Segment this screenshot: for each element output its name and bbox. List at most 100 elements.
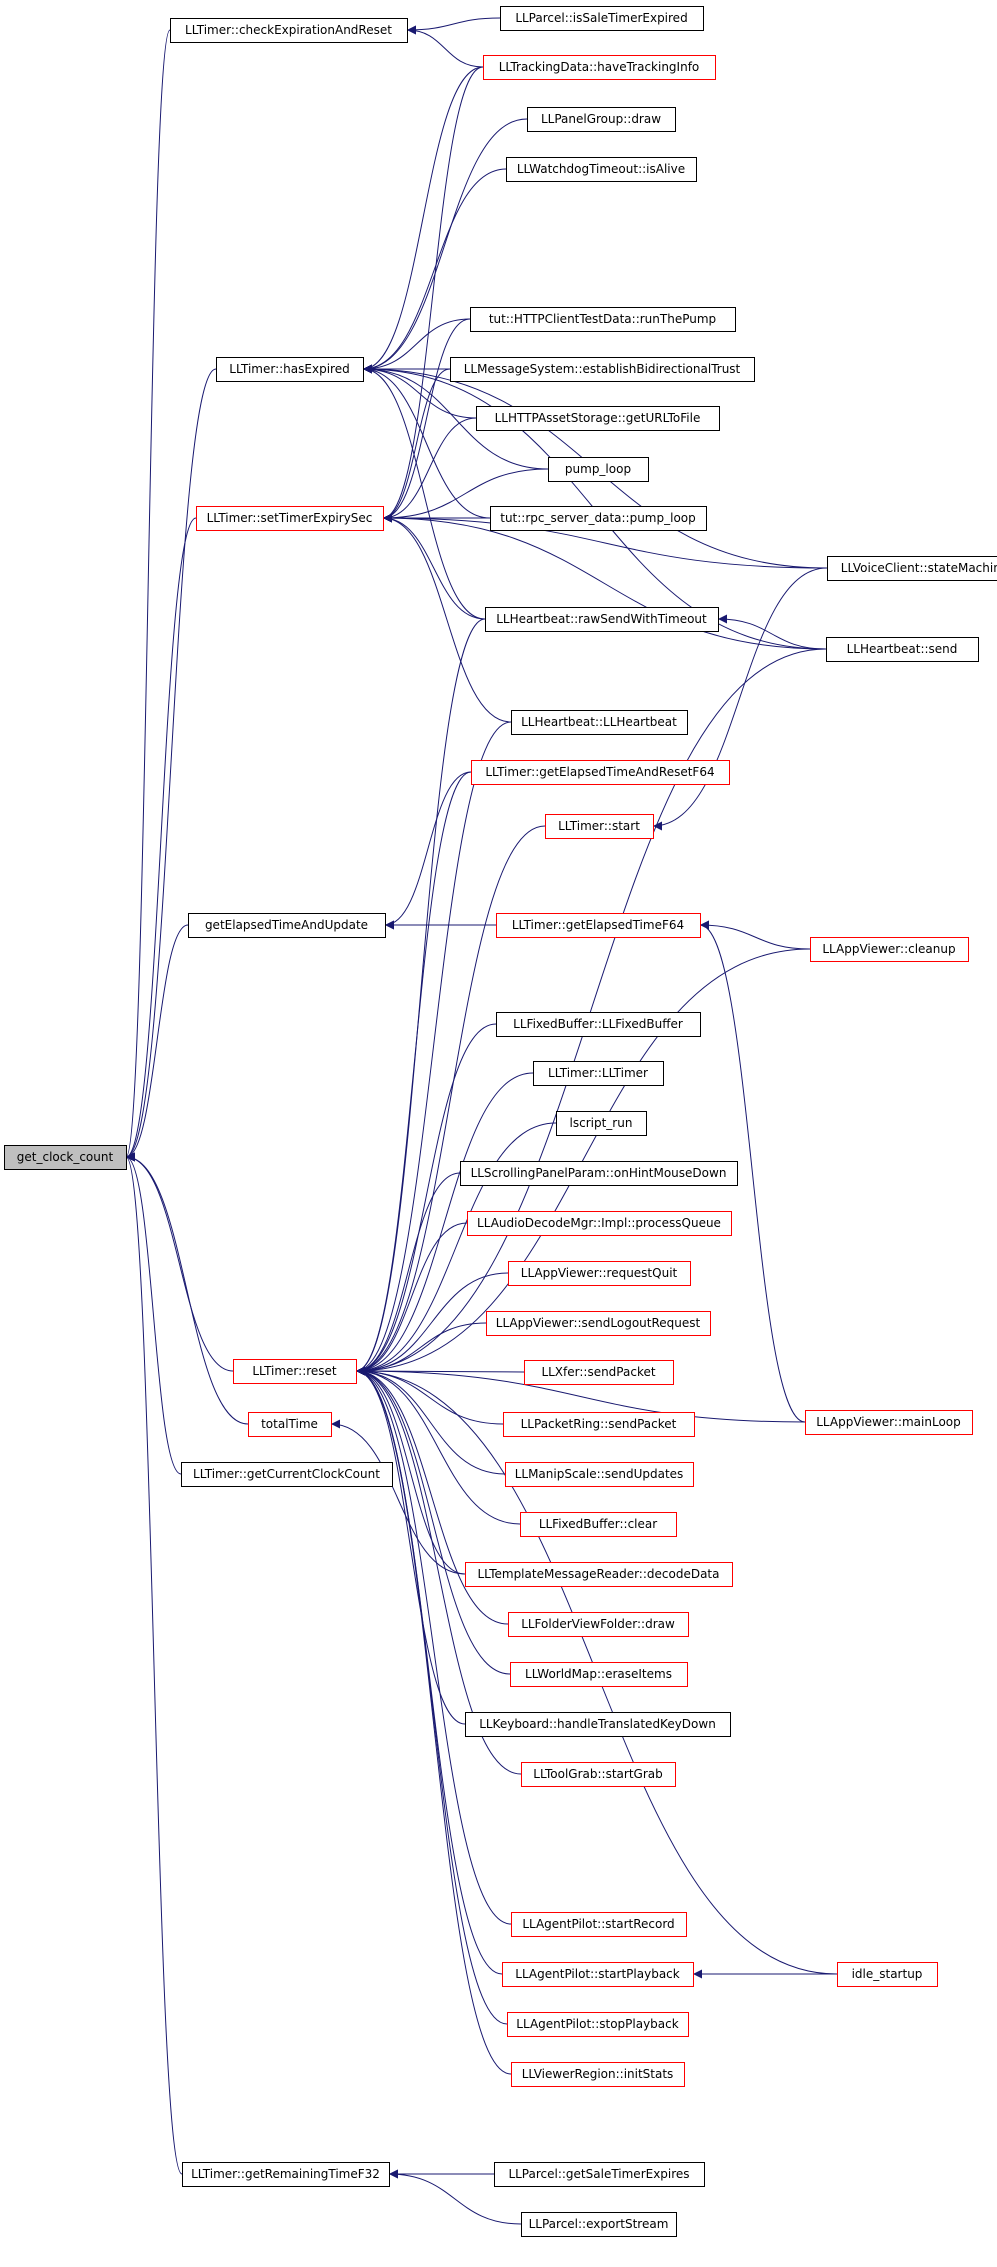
node-box	[507, 2012, 689, 2037]
node-box	[233, 1359, 357, 1384]
node-fixedBufferCtor[interactable]: LLFixedBuffer::LLFixedBuffer	[496, 1012, 701, 1037]
node-handleTranslatedKeyDown[interactable]: LLKeyboard::handleTranslatedKeyDown	[465, 1712, 731, 1737]
node-label: LLHTTPAssetStorage::getURLToFile	[495, 411, 701, 425]
node-rpcPumpLoop[interactable]: tut::rpc_server_data::pump_loop	[490, 506, 707, 531]
node-worldMapEraseItems[interactable]: LLWorldMap::eraseItems	[510, 1662, 688, 1687]
node-label: LLToolGrab::startGrab	[533, 1767, 662, 1781]
node-getURLToFile[interactable]: LLHTTPAssetStorage::getURLToFile	[476, 406, 720, 431]
node-label: LLScrollingPanelParam::onHintMouseDown	[471, 1166, 727, 1180]
node-label: LLManipScale::sendUpdates	[515, 1467, 684, 1481]
node-label: LLAppViewer::requestQuit	[521, 1266, 678, 1280]
node-label: LLAgentPilot::startPlayback	[515, 1967, 679, 1981]
node-label: LLTimer::hasExpired	[229, 362, 349, 376]
node-getElapsedTimeAndUpdate[interactable]: getElapsedTimeAndUpdate	[188, 913, 386, 938]
node-sendLogoutRequest[interactable]: LLAppViewer::sendLogoutRequest	[486, 1311, 711, 1336]
node-onHintMouseDown[interactable]: LLScrollingPanelParam::onHintMouseDown	[460, 1161, 738, 1186]
node-label: LLTrackingData::haveTrackingInfo	[499, 60, 700, 74]
node-box	[485, 607, 719, 632]
node-label: lscript_run	[570, 1116, 633, 1130]
node-isSaleTimerExpired[interactable]: LLParcel::isSaleTimerExpired	[500, 6, 704, 31]
node-idleStartup[interactable]: idle_startup	[837, 1962, 938, 1987]
node-label: tut::rpc_server_data::pump_loop	[500, 511, 696, 525]
node-box	[508, 1261, 691, 1286]
node-timerStart[interactable]: LLTimer::start	[545, 814, 654, 839]
node-label: LLAppViewer::mainLoop	[816, 1415, 961, 1429]
edge-appViewerMainLoop-to-timerReset	[355, 1366, 806, 1423]
node-label: LLParcel::isSaleTimerExpired	[515, 11, 687, 25]
node-box	[188, 913, 386, 938]
node-decodeData[interactable]: LLTemplateMessageReader::decodeData	[465, 1562, 733, 1587]
node-xferSendPacket[interactable]: LLXfer::sendPacket	[524, 1360, 674, 1385]
edge-timerStart-to-timerReset	[355, 825, 546, 1376]
edge-lscriptRun-to-timerReset	[355, 1122, 557, 1376]
node-label: LLAppViewer::cleanup	[822, 942, 955, 956]
edge-haveTrackingInfo-to-hasExpired	[362, 66, 484, 374]
node-hasExpired[interactable]: LLTimer::hasExpired	[216, 357, 364, 382]
node-getCurrentClockCount[interactable]: LLTimer::getCurrentClockCount	[181, 1462, 393, 1487]
node-label: LLTimer::getRemainingTimeF32	[191, 2167, 380, 2181]
node-getElapsedTimeF64[interactable]: LLTimer::getElapsedTimeF64	[496, 913, 701, 938]
node-processQueue[interactable]: LLAudioDecodeMgr::Impl::processQueue	[467, 1211, 732, 1236]
edge-sendLogoutRequest-to-timerReset	[355, 1322, 487, 1376]
node-agentPilotStopPlayback[interactable]: LLAgentPilot::stopPlayback	[507, 2012, 689, 2037]
node-rawSendWithTimeout[interactable]: LLHeartbeat::rawSendWithTimeout	[485, 607, 719, 632]
edge-onHintMouseDown-to-timerReset	[355, 1172, 461, 1376]
node-get_clock_count[interactable]: get_clock_count	[4, 1145, 127, 1170]
node-agentPilotStartRecord[interactable]: LLAgentPilot::startRecord	[511, 1912, 687, 1937]
node-panelGroupDraw[interactable]: LLPanelGroup::draw	[527, 107, 676, 132]
node-checkExpirationAndReset[interactable]: LLTimer::checkExpirationAndReset	[170, 18, 408, 43]
node-label: LLParcel::exportStream	[529, 2217, 669, 2231]
node-haveTrackingInfo[interactable]: LLTrackingData::haveTrackingInfo	[483, 55, 716, 80]
edge-checkExpirationAndReset-to-get_clock_count	[125, 29, 171, 1162]
node-getSaleTimerExpires[interactable]: LLParcel::getSaleTimerExpires	[494, 2162, 705, 2187]
node-timerReset[interactable]: LLTimer::reset	[233, 1359, 357, 1384]
node-toolGrabStartGrab[interactable]: LLToolGrab::startGrab	[521, 1762, 676, 1787]
node-heartbeatCtor[interactable]: LLHeartbeat::LLHeartbeat	[511, 710, 688, 735]
edge-haveTrackingInfo-to-checkExpirationAndReset	[406, 25, 484, 68]
node-label: LLMessageSystem::establishBidirectionalT…	[464, 362, 741, 376]
node-requestQuit[interactable]: LLAppViewer::requestQuit	[508, 1261, 691, 1286]
node-heartbeatSend[interactable]: LLHeartbeat::send	[826, 637, 979, 662]
node-box	[827, 556, 997, 581]
node-box	[181, 1462, 393, 1487]
node-totalTime[interactable]: totalTime	[248, 1412, 332, 1437]
node-exportStream[interactable]: LLParcel::exportStream	[521, 2212, 677, 2237]
node-voiceStateMachine[interactable]: LLVoiceClient::stateMachine	[827, 556, 997, 581]
node-box	[490, 506, 707, 531]
node-lscriptRun[interactable]: lscript_run	[556, 1111, 647, 1136]
edge-rpcPumpLoop-to-hasExpired	[362, 364, 491, 519]
node-pumpLoop[interactable]: pump_loop	[548, 457, 649, 482]
node-box	[465, 1562, 733, 1587]
node-agentPilotStartPlayback[interactable]: LLAgentPilot::startPlayback	[502, 1962, 694, 1987]
node-box	[182, 2162, 390, 2187]
node-appViewerCleanup[interactable]: LLAppViewer::cleanup	[810, 937, 969, 962]
node-getRemainingTimeF32[interactable]: LLTimer::getRemainingTimeF32	[182, 2162, 390, 2187]
node-box	[467, 1211, 732, 1236]
node-runThePump[interactable]: tut::HTTPClientTestData::runThePump	[470, 307, 736, 332]
edge-establishTrust-to-setTimerExpirySec	[382, 368, 451, 523]
node-label: LLTimer::setTimerExpirySec	[207, 511, 373, 525]
edge-runThePump-to-setTimerExpirySec	[382, 318, 471, 523]
node-fixedBufferClear[interactable]: LLFixedBuffer::clear	[520, 1512, 677, 1537]
edge-manipScaleSendUpdates-to-timerReset	[355, 1366, 506, 1475]
edge-pumpLoop-to-hasExpired	[362, 364, 549, 470]
edge-voiceStateMachine-to-setTimerExpirySec	[382, 513, 828, 569]
node-packetRingSendPacket[interactable]: LLPacketRing::sendPacket	[503, 1412, 695, 1437]
node-box	[837, 1962, 938, 1987]
node-box	[500, 6, 704, 31]
node-label: LLHeartbeat::rawSendWithTimeout	[496, 612, 707, 626]
node-manipScaleSendUpdates[interactable]: LLManipScale::sendUpdates	[505, 1462, 694, 1487]
node-watchdogIsAlive[interactable]: LLWatchdogTimeout::isAlive	[506, 157, 697, 182]
node-viewerRegionInitStats[interactable]: LLViewerRegion::initStats	[511, 2062, 685, 2087]
node-label: getElapsedTimeAndUpdate	[205, 918, 368, 932]
node-establishTrust[interactable]: LLMessageSystem::establishBidirectionalT…	[450, 357, 755, 382]
node-getElapsedTimeAndResetF64[interactable]: LLTimer::getElapsedTimeAndResetF64	[471, 760, 730, 785]
node-box	[826, 637, 979, 662]
node-folderViewFolderDraw[interactable]: LLFolderViewFolder::draw	[508, 1612, 689, 1637]
node-label: LLPanelGroup::draw	[541, 112, 661, 126]
node-label: LLTimer::checkExpirationAndReset	[185, 23, 392, 37]
node-appViewerMainLoop[interactable]: LLAppViewer::mainLoop	[805, 1410, 973, 1435]
edge-rawSendWithTimeout-to-hasExpired	[362, 364, 486, 620]
node-timerCtor[interactable]: LLTimer::LLTimer	[533, 1061, 664, 1086]
node-setTimerExpirySec[interactable]: LLTimer::setTimerExpirySec	[196, 506, 384, 531]
